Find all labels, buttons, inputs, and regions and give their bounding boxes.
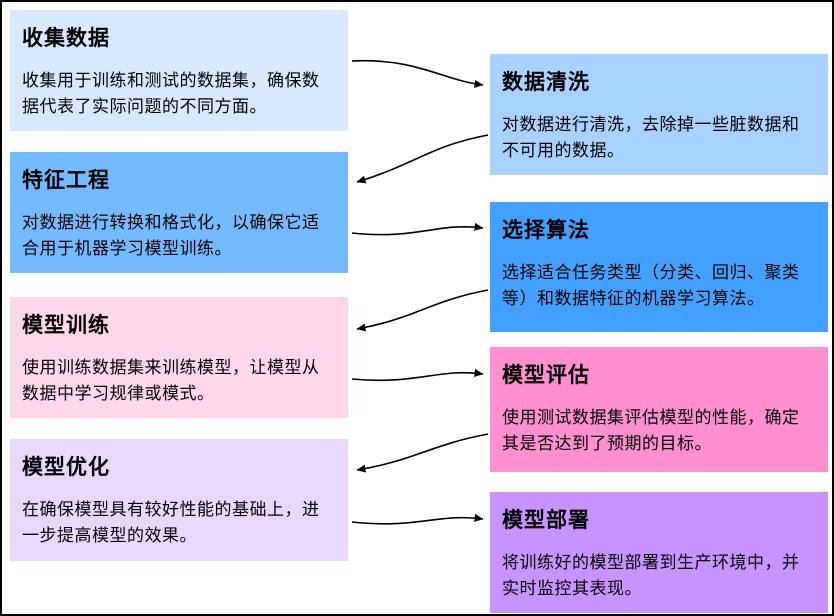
node-model-deployment-title: 模型部署 [502, 509, 590, 532]
arrow-clean-to-feature [356, 134, 489, 184]
node-feature-engineering-body: 对数据进行转换和格式化，以确保它适合用于机器学习模型训练。 [22, 213, 320, 259]
node-model-evaluation: 模型评估 使用测试数据集评估模型的性能，确定其是否达到了预期的目标。 [490, 347, 828, 472]
node-feature-engineering-title: 特征工程 [22, 169, 110, 192]
node-collect-data: 收集数据 收集用于训练和测试的数据集，确保数据代表了实际问题的不同方面。 [10, 10, 348, 131]
node-model-optimization: 模型优化 在确保模型具有较好性能的基础上，进一步提高模型的效果。 [10, 439, 348, 561]
arrow-algorithm-to-train [356, 289, 489, 332]
arrow-feature-to-algorithm [351, 222, 484, 236]
node-model-deployment: 模型部署 将训练好的模型部署到生产环境中，并实时监控其表现。 [490, 492, 828, 613]
node-model-training-body: 使用训练数据集来训练模型，让模型从数据中学习规律或模式。 [22, 358, 320, 404]
node-data-cleaning-title: 数据清洗 [502, 71, 590, 94]
arrow-collect-to-clean [351, 59, 484, 88]
arrow-optimize-to-deploy [351, 513, 484, 525]
node-select-algorithm: 选择算法 选择适合任务类型（分类、回归、聚类等）和数据特征的机器学习算法。 [490, 202, 828, 332]
node-model-training-title: 模型训练 [22, 314, 110, 337]
node-select-algorithm-body: 选择适合任务类型（分类、回归、聚类等）和数据特征的机器学习算法。 [502, 263, 800, 309]
node-model-evaluation-title: 模型评估 [502, 364, 590, 387]
node-feature-engineering: 特征工程 对数据进行转换和格式化，以确保它适合用于机器学习模型训练。 [10, 152, 348, 273]
node-model-deployment-body: 将训练好的模型部署到生产环境中，并实时监控其表现。 [502, 553, 800, 599]
node-model-training: 模型训练 使用训练数据集来训练模型，让模型从数据中学习规律或模式。 [10, 297, 348, 418]
node-select-algorithm-title: 选择算法 [502, 219, 590, 242]
node-data-cleaning-body: 对数据进行清洗，去除掉一些脏数据和不可用的数据。 [502, 115, 800, 161]
node-collect-data-body: 收集用于训练和测试的数据集，确保数据代表了实际问题的不同方面。 [22, 71, 320, 117]
node-data-cleaning: 数据清洗 对数据进行清洗，去除掉一些脏数据和不可用的数据。 [490, 54, 828, 175]
node-model-evaluation-body: 使用测试数据集评估模型的性能，确定其是否达到了预期的目标。 [502, 408, 800, 454]
arrow-train-to-evaluate [351, 368, 484, 382]
node-model-optimization-title: 模型优化 [22, 456, 110, 479]
node-collect-data-title: 收集数据 [22, 27, 110, 50]
arrow-evaluate-to-optimize [356, 433, 489, 473]
node-model-optimization-body: 在确保模型具有较好性能的基础上，进一步提高模型的效果。 [22, 500, 320, 546]
